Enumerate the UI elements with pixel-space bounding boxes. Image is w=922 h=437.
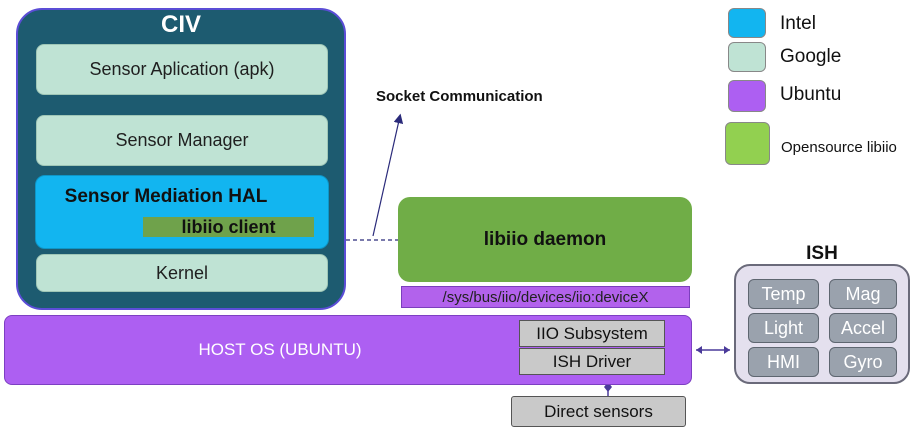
ish-sensor-accel: Accel xyxy=(829,313,897,343)
civ-title: CIV xyxy=(160,11,201,38)
kernel-box: Kernel xyxy=(36,254,328,292)
legend-swatch-opensource-libiio xyxy=(725,122,770,165)
ish-sensor-gyro: Gyro xyxy=(829,347,897,377)
host-os-label: HOST OS (UBUNTU) xyxy=(198,340,362,359)
iio-subsystem-box: IIO Subsystem xyxy=(519,320,665,347)
legend-label-google: Google xyxy=(780,46,842,67)
ish-sensor-temp: Temp xyxy=(748,279,819,309)
libiio-daemon-box: libiio daemon xyxy=(398,197,692,282)
ish-driver-box: ISH Driver xyxy=(519,348,665,375)
socket-arrow xyxy=(372,113,404,237)
ish-title: ISH xyxy=(806,243,838,264)
legend-label-ubuntu: Ubuntu xyxy=(780,84,842,105)
ish-sensor-hmi: HMI xyxy=(748,347,819,377)
sensor-application-box: Sensor Aplication (apk) xyxy=(36,44,328,95)
socket-communication-label: Socket Communication xyxy=(376,88,543,105)
ish-sensor-light: Light xyxy=(748,313,819,343)
legend-swatch-google xyxy=(728,42,766,72)
sys-path-box: /sys/bus/iio/devices/iio:deviceX xyxy=(401,286,690,308)
legend-label-opensource-libiio: Opensource libiio xyxy=(781,139,897,156)
sensor-mediation-hal-label: Sensor Mediation HAL xyxy=(64,186,268,207)
legend-swatch-ubuntu xyxy=(728,80,766,112)
legend-label-intel: Intel xyxy=(780,13,816,34)
legend-swatch-intel xyxy=(728,8,766,38)
ish-sensor-mag: Mag xyxy=(829,279,897,309)
sensor-manager-box: Sensor Manager xyxy=(36,115,328,166)
libiio-client-box: libiio client xyxy=(143,217,314,237)
direct-sensors-box: Direct sensors xyxy=(511,396,686,427)
